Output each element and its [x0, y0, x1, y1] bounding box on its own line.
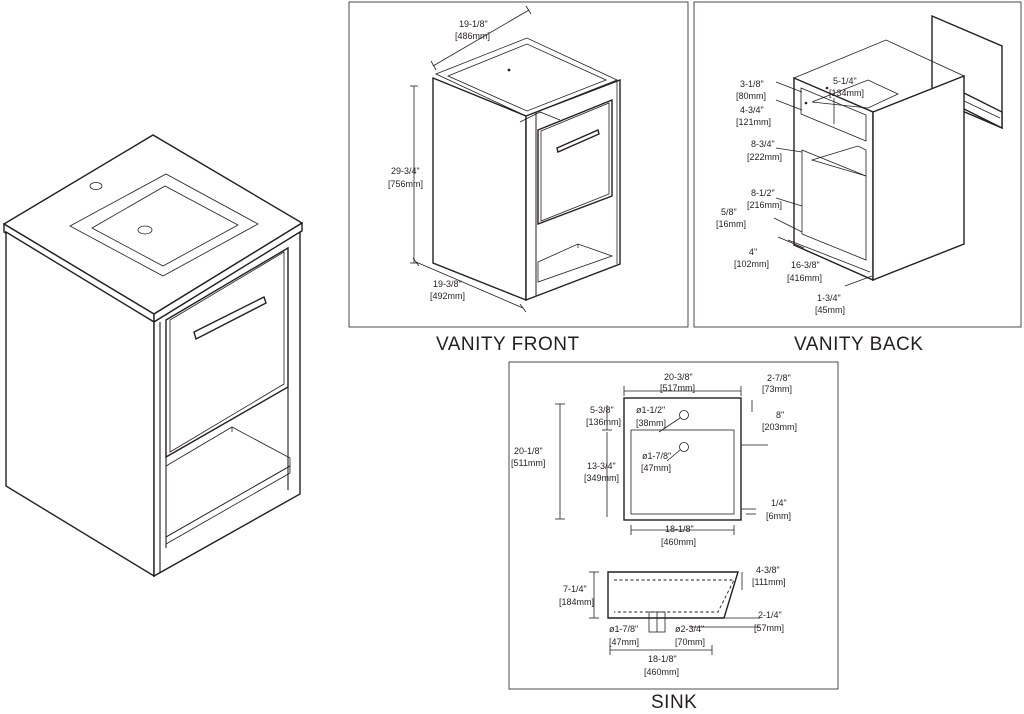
sink-bottom-width-mm: [460mm]	[644, 667, 679, 677]
back-dim4-in: 8-1/2"	[751, 188, 775, 198]
vanity-back-frame	[693, 1, 1022, 328]
sink-drain-in: ø1-7/8"	[642, 451, 671, 461]
drawer-handle	[193, 296, 267, 341]
caption-vanity-back: VANITY BACK	[794, 334, 923, 355]
vanity-front-dimensions	[410, 5, 532, 313]
back-dim8-in: 16-3/8"	[791, 260, 820, 270]
back-dim3-mm: [222mm]	[747, 152, 782, 162]
back-dim2-mm: [121mm]	[736, 117, 771, 127]
sink-plan-drawing	[555, 386, 768, 535]
sink-height-mm: [184mm]	[559, 597, 594, 607]
sink-outlet-in: ø2-3/4"	[675, 624, 704, 634]
sink-drain	[137, 225, 153, 235]
sink-total-mm: [511mm]	[511, 458, 545, 468]
sink-drain2-mm: [47mm]	[609, 637, 639, 647]
vanity-back-dimensions	[773, 81, 873, 287]
front-width-mm: [486mm]	[455, 31, 490, 41]
back-dim6-in: 4"	[749, 247, 757, 257]
sink-lip-in: 2-1/4"	[758, 610, 782, 620]
vanity-isometric-illustration	[2, 134, 304, 578]
sink-basin-inner	[91, 185, 239, 267]
back-dim2-in: 4-3/4"	[740, 105, 764, 115]
sink-bowl-mm: [111mm]	[752, 577, 786, 587]
faucet-hole	[89, 182, 103, 190]
sink-width-mm: [517mm]	[660, 383, 695, 393]
sink-faucet-hole-mm: [38mm]	[636, 418, 666, 428]
sink-rim-in: 1/4"	[771, 498, 787, 508]
sink-outlet-mm: [70mm]	[675, 637, 705, 647]
sink-total-in: 20-1/8"	[514, 446, 543, 456]
back-dim7-mm: [134mm]	[829, 88, 864, 98]
vanity-back-drawing	[792, 14, 1003, 282]
back-dim1-in: 3-1/8"	[740, 79, 764, 89]
back-dim4-mm: [216mm]	[747, 200, 782, 210]
sink-bowl-in: 4-3/8"	[756, 565, 780, 575]
sink-drain2-in: ø1-7/8"	[609, 624, 638, 634]
sink-faucet-hole-in: ø1-1/2"	[636, 405, 665, 415]
sink-edge-in: 2-7/8"	[767, 373, 791, 383]
sink-lip-mm: [57mm]	[754, 623, 784, 633]
sink-basin-width-in: 18-1/8"	[665, 524, 694, 534]
back-dim5-mm: [16mm]	[716, 219, 746, 229]
caption-sink: SINK	[651, 692, 697, 713]
back-dim1-mm: [80mm]	[736, 91, 766, 101]
sink-basin-outline	[69, 173, 259, 277]
sink-drain-mm: [47mm]	[641, 463, 671, 473]
vanity-front-drawing	[432, 37, 621, 302]
caption-vanity-front: VANITY FRONT	[436, 334, 580, 355]
sink-basin-mm: [349mm]	[584, 473, 619, 483]
countertop-edge-right	[153, 221, 303, 324]
front-depth-mm: [492mm]	[430, 291, 465, 301]
back-dim5-in: 5/8"	[721, 207, 737, 217]
back-dim7-in: 5-1/4"	[833, 76, 857, 86]
front-depth-in: 19-3/8"	[433, 279, 462, 289]
sink-frame	[508, 361, 839, 690]
front-height-in: 29-3/4"	[391, 166, 420, 176]
sink-back-mm: [136mm]	[586, 417, 621, 427]
sink-width-in: 20-3/8"	[664, 372, 693, 382]
sink-edge-mm: [73mm]	[762, 384, 792, 394]
sink-bottom-width-in: 18-1/8"	[648, 654, 677, 664]
back-dim8-mm: [416mm]	[787, 273, 822, 283]
sink-depth-mm: [203mm]	[762, 422, 797, 432]
back-dim9-in: 1-3/4"	[817, 293, 841, 303]
sink-height-in: 7-1/4"	[563, 584, 587, 594]
sink-back-in: 5-3/8"	[590, 405, 614, 415]
back-dim9-mm: [45mm]	[815, 305, 845, 315]
vanity-front-frame	[348, 1, 689, 328]
sink-basin-width-mm: [460mm]	[661, 537, 696, 547]
back-dim3-in: 8-3/4"	[751, 139, 775, 149]
front-width-in: 19-1/8"	[459, 19, 488, 29]
sink-rim-mm: [6mm]	[766, 511, 791, 521]
front-height-mm: [756mm]	[388, 179, 423, 189]
sink-section-drawing	[589, 571, 760, 655]
sink-depth-in: 8"	[776, 410, 784, 420]
sink-basin-in: 13-3/4"	[587, 461, 616, 471]
back-dim6-mm: [102mm]	[734, 259, 769, 269]
